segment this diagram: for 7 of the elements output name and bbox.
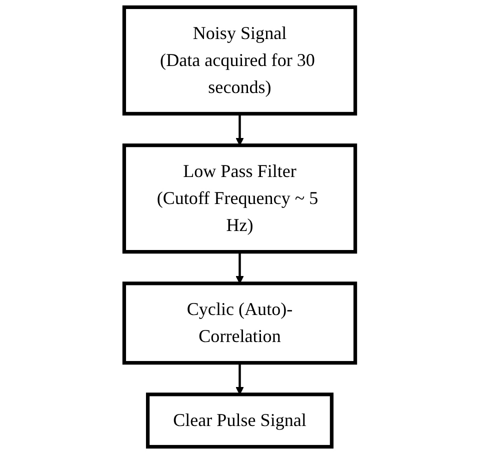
node-box: Cyclic (Auto)-Correlation — [122, 282, 357, 365]
node-box: Noisy Signal (Data acquired for 30 seconds) — [122, 5, 357, 116]
node-box: Low Pass Filter (Cutoff Frequency ~ 5 Hz) — [122, 144, 357, 254]
arrow — [236, 114, 244, 146]
arrow — [236, 362, 244, 395]
node-box: Clear Pulse Signal — [146, 392, 334, 449]
arrow — [236, 252, 244, 284]
